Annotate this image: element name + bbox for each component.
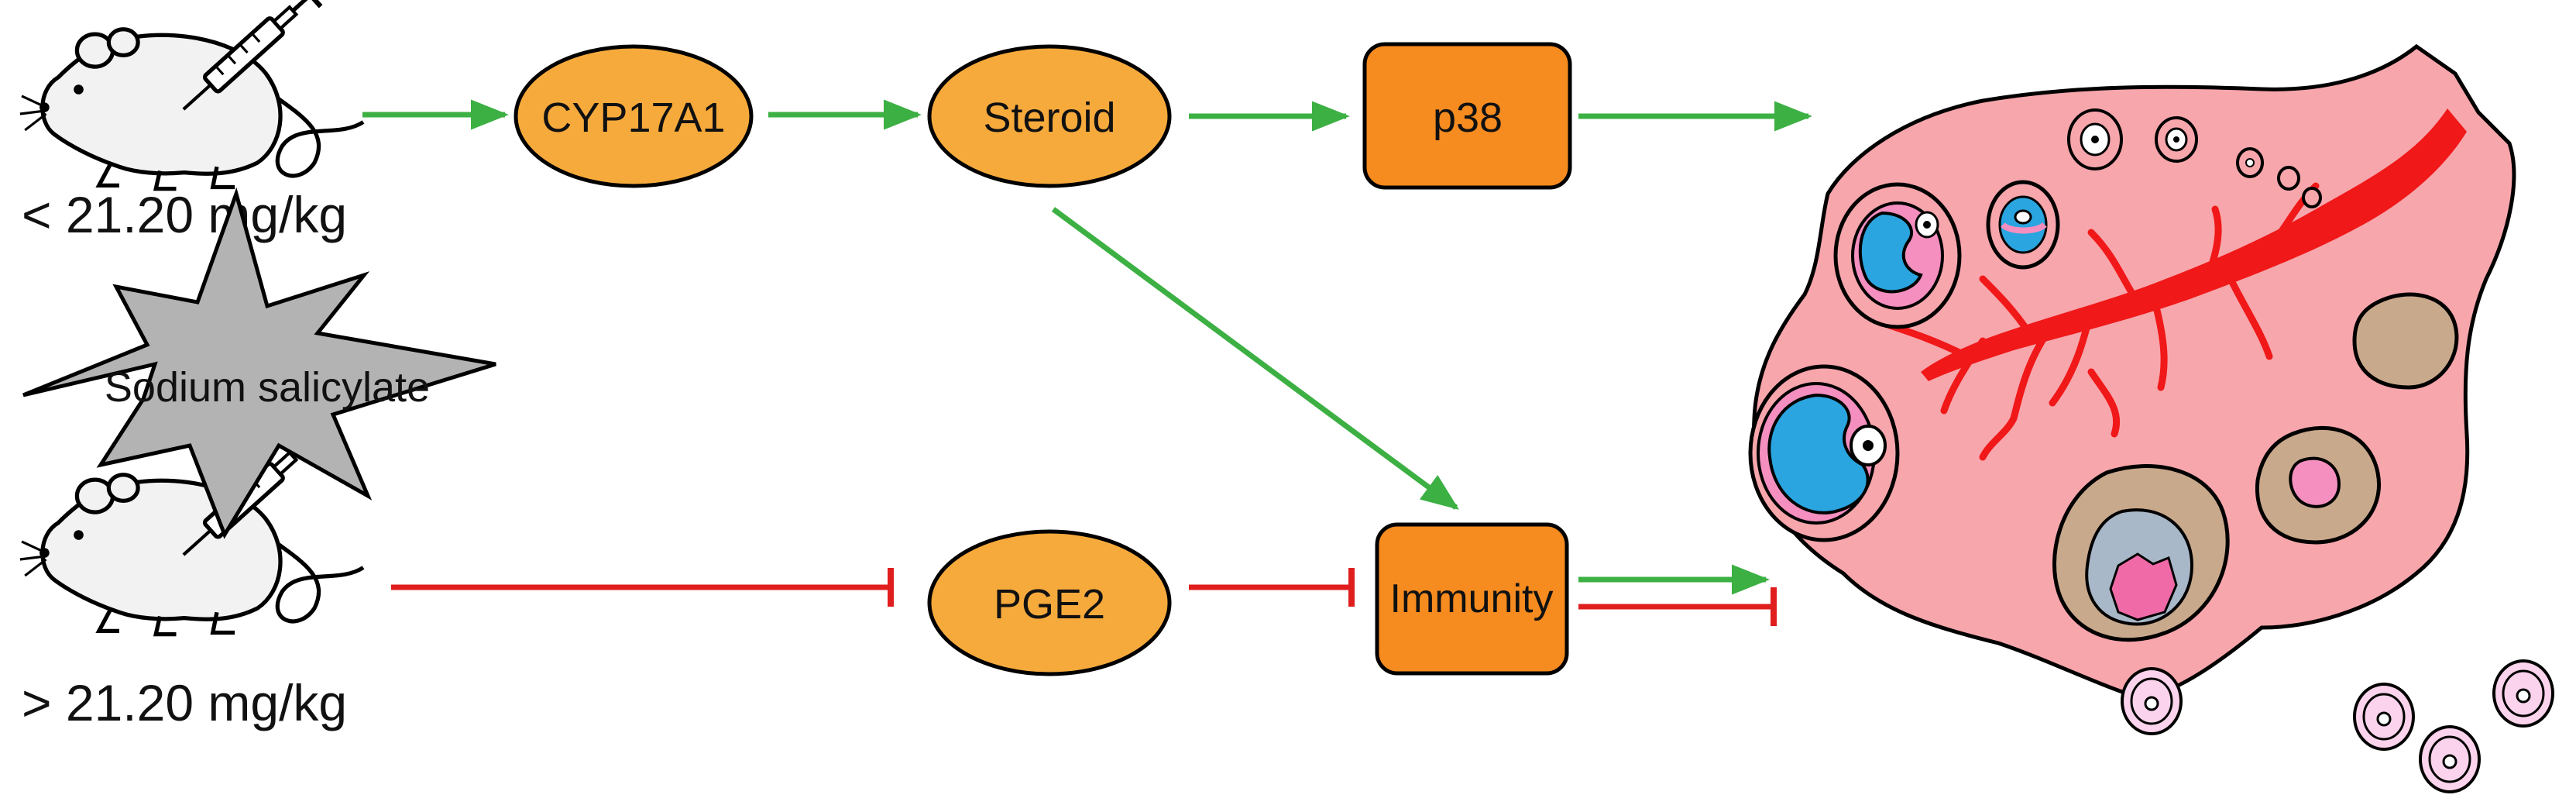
node-immunity: Immunity (1375, 522, 1569, 676)
oocyte-icon (2121, 667, 2183, 735)
node-cyp17a1-label: CYP17A1 (541, 95, 725, 141)
mouse-low-dose-icon (20, 0, 363, 189)
follicle-upper-left (1833, 182, 1962, 329)
node-p38: p38 (1362, 42, 1572, 190)
compound-label: Sodium salicylate (105, 364, 430, 411)
edges (362, 99, 1812, 626)
ovary-illustration (1748, 43, 2554, 793)
corpus-luteum-middle (2255, 425, 2381, 545)
node-pge2: PGE2 (927, 529, 1172, 676)
oocyte-icon (2353, 683, 2415, 751)
node-p38-label: p38 (1433, 95, 1503, 141)
node-pge2-label: PGE2 (994, 581, 1105, 628)
edge-steroid-to-immunity (1051, 207, 1459, 510)
dose-label-low: < 21.20 mg/kg (22, 186, 347, 243)
oocytes-released (2121, 659, 2554, 793)
node-steroid-label: Steroid (983, 95, 1115, 141)
dose-label-high: > 21.20 mg/kg (22, 674, 347, 731)
oocyte-icon (2419, 725, 2481, 793)
blood-vessel-branches (1886, 174, 2389, 461)
node-steroid: Steroid (927, 44, 1172, 188)
oocyte-icon (2492, 659, 2554, 728)
follicles-small (2067, 108, 2322, 208)
follicle-large (1748, 364, 1900, 542)
node-cyp17a1: CYP17A1 (513, 44, 754, 188)
ruptured-follicle (2052, 464, 2230, 642)
follicle-secondary (1986, 180, 2060, 270)
node-immunity-label: Immunity (1390, 576, 1554, 621)
corpus-luteum-right (2352, 292, 2459, 390)
starburst-icon (22, 187, 496, 539)
